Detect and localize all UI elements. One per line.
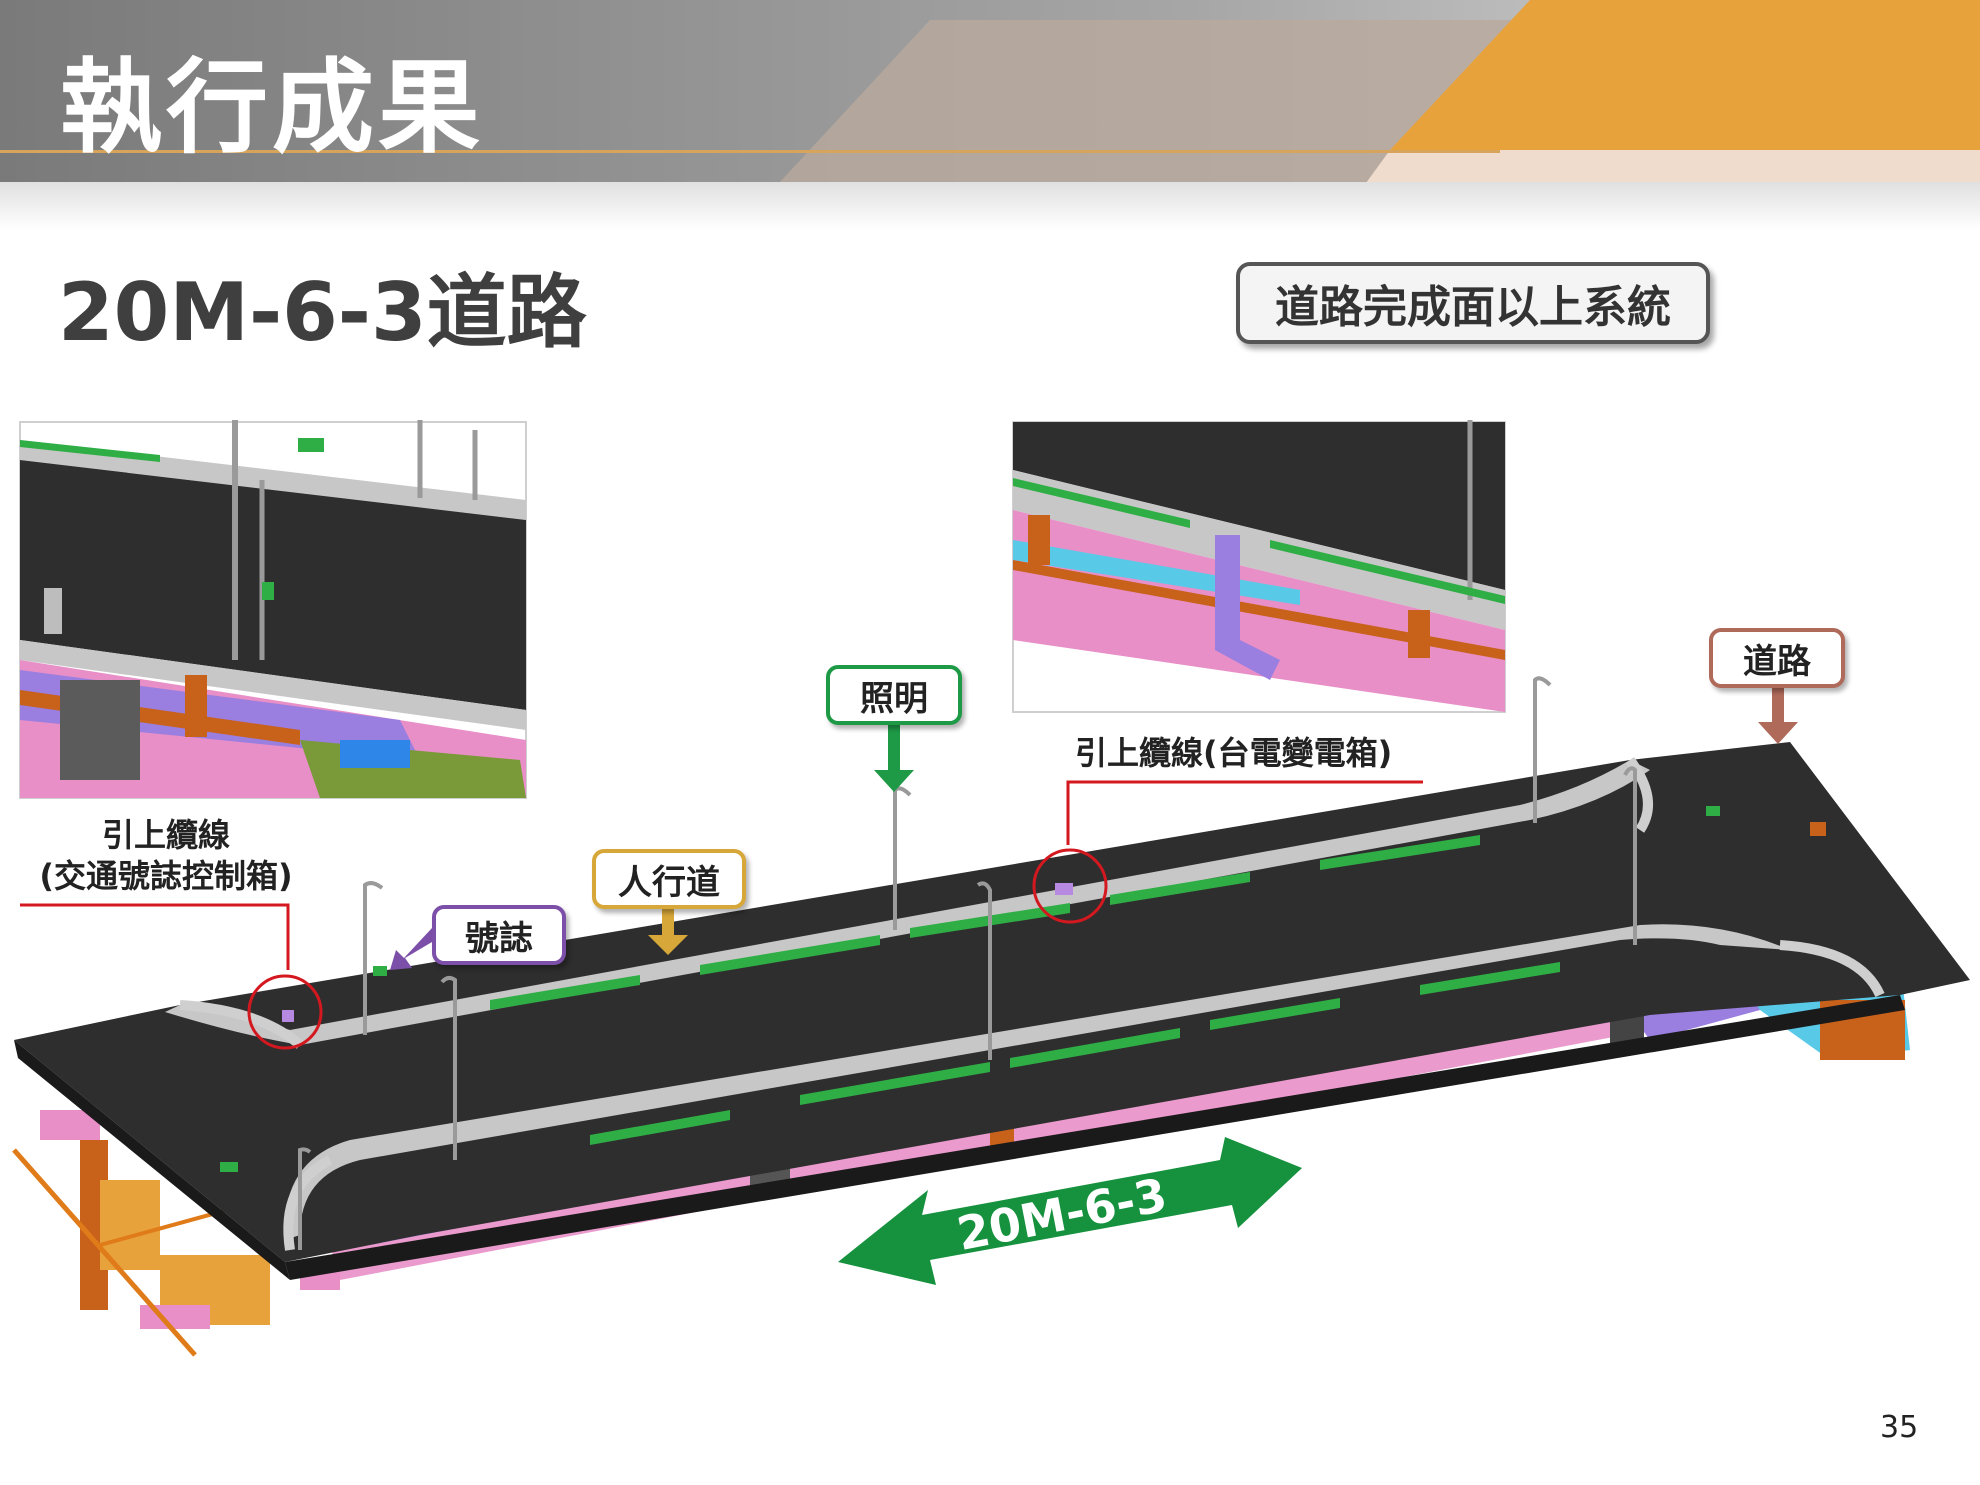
system-badge: 道路完成面以上系統 — [1236, 262, 1710, 344]
callout-arrows — [390, 688, 1798, 970]
tpc-cable-highlight — [1032, 848, 1108, 924]
signal-cable-highlight — [247, 974, 323, 1050]
callout-road: 道路 — [1709, 628, 1845, 688]
page-number: 35 — [1880, 1410, 1919, 1445]
note-tpc-cable: 引上纜線(台電變電箱) — [1075, 734, 1393, 772]
note-signal-cable-line1: 引上纜線 — [101, 816, 230, 854]
header-banner — [0, 0, 1980, 230]
callout-lighting: 照明 — [826, 665, 962, 725]
header-taupe-band — [780, 20, 1530, 182]
callout-signal: 號誌 — [432, 905, 566, 965]
header-rule — [0, 150, 1500, 153]
direction-arrow-label: 20M-6-3 — [953, 1168, 1171, 1261]
header-accent-band — [1390, 0, 1980, 150]
cable-highlights — [20, 780, 1423, 1050]
page-title: 執行成果 — [60, 49, 484, 168]
inset-detail-transformer — [1012, 420, 1506, 713]
note-signal-cable-line2: (交通號誌控制箱) — [39, 857, 293, 895]
header-fade — [0, 182, 1980, 230]
inset-detail-signal — [19, 420, 527, 799]
section-title: 20M-6-3道路 — [58, 266, 587, 359]
signal-equipment — [220, 806, 1826, 1172]
sidewalk-front — [284, 924, 1791, 1240]
note-signal-cable: 引上纜線 (交通號誌控制箱) — [16, 815, 316, 897]
callout-sidewalk: 人行道 — [592, 849, 746, 909]
